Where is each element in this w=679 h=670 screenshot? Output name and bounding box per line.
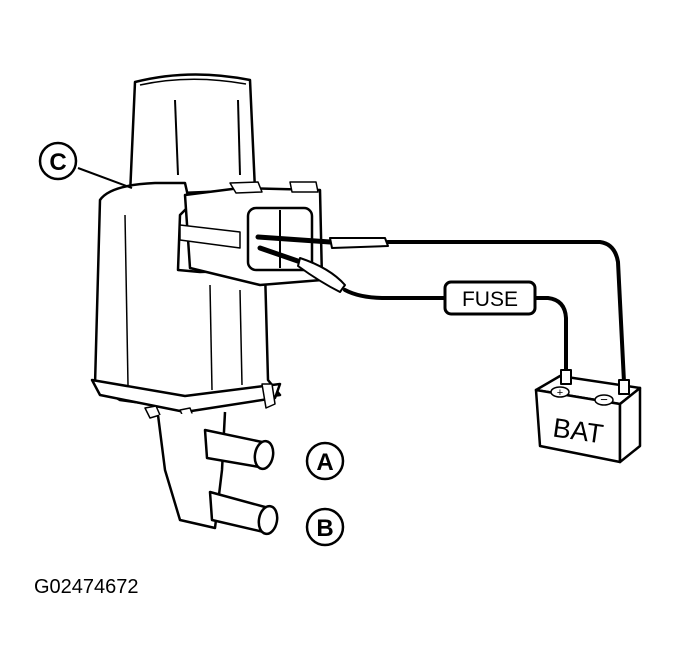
valve-top-cylinder: [128, 73, 257, 197]
wiring: [255, 234, 626, 384]
fuse: FUSE: [443, 280, 537, 316]
callout-b: B: [305, 507, 345, 547]
wire-to-battery-negative: [386, 240, 626, 384]
battery-negative-symbol: −: [600, 392, 608, 407]
battery-positive-symbol: +: [557, 387, 563, 399]
wire-fuse-to-battery-positive: [533, 296, 568, 374]
callout-a: A: [305, 441, 345, 481]
label-b: B: [316, 515, 333, 542]
fuse-label: FUSE: [462, 288, 518, 311]
solenoid-valve: [90, 73, 324, 536]
callout-c: C: [38, 141, 133, 189]
wire-to-fuse: [343, 288, 447, 300]
battery: + − BAT: [534, 369, 642, 464]
battery-label: BAT: [551, 413, 605, 450]
valve-bracket: [90, 378, 282, 414]
figure-id: G02474672: [34, 576, 139, 598]
label-a: A: [316, 449, 333, 476]
label-c: C: [49, 149, 66, 176]
